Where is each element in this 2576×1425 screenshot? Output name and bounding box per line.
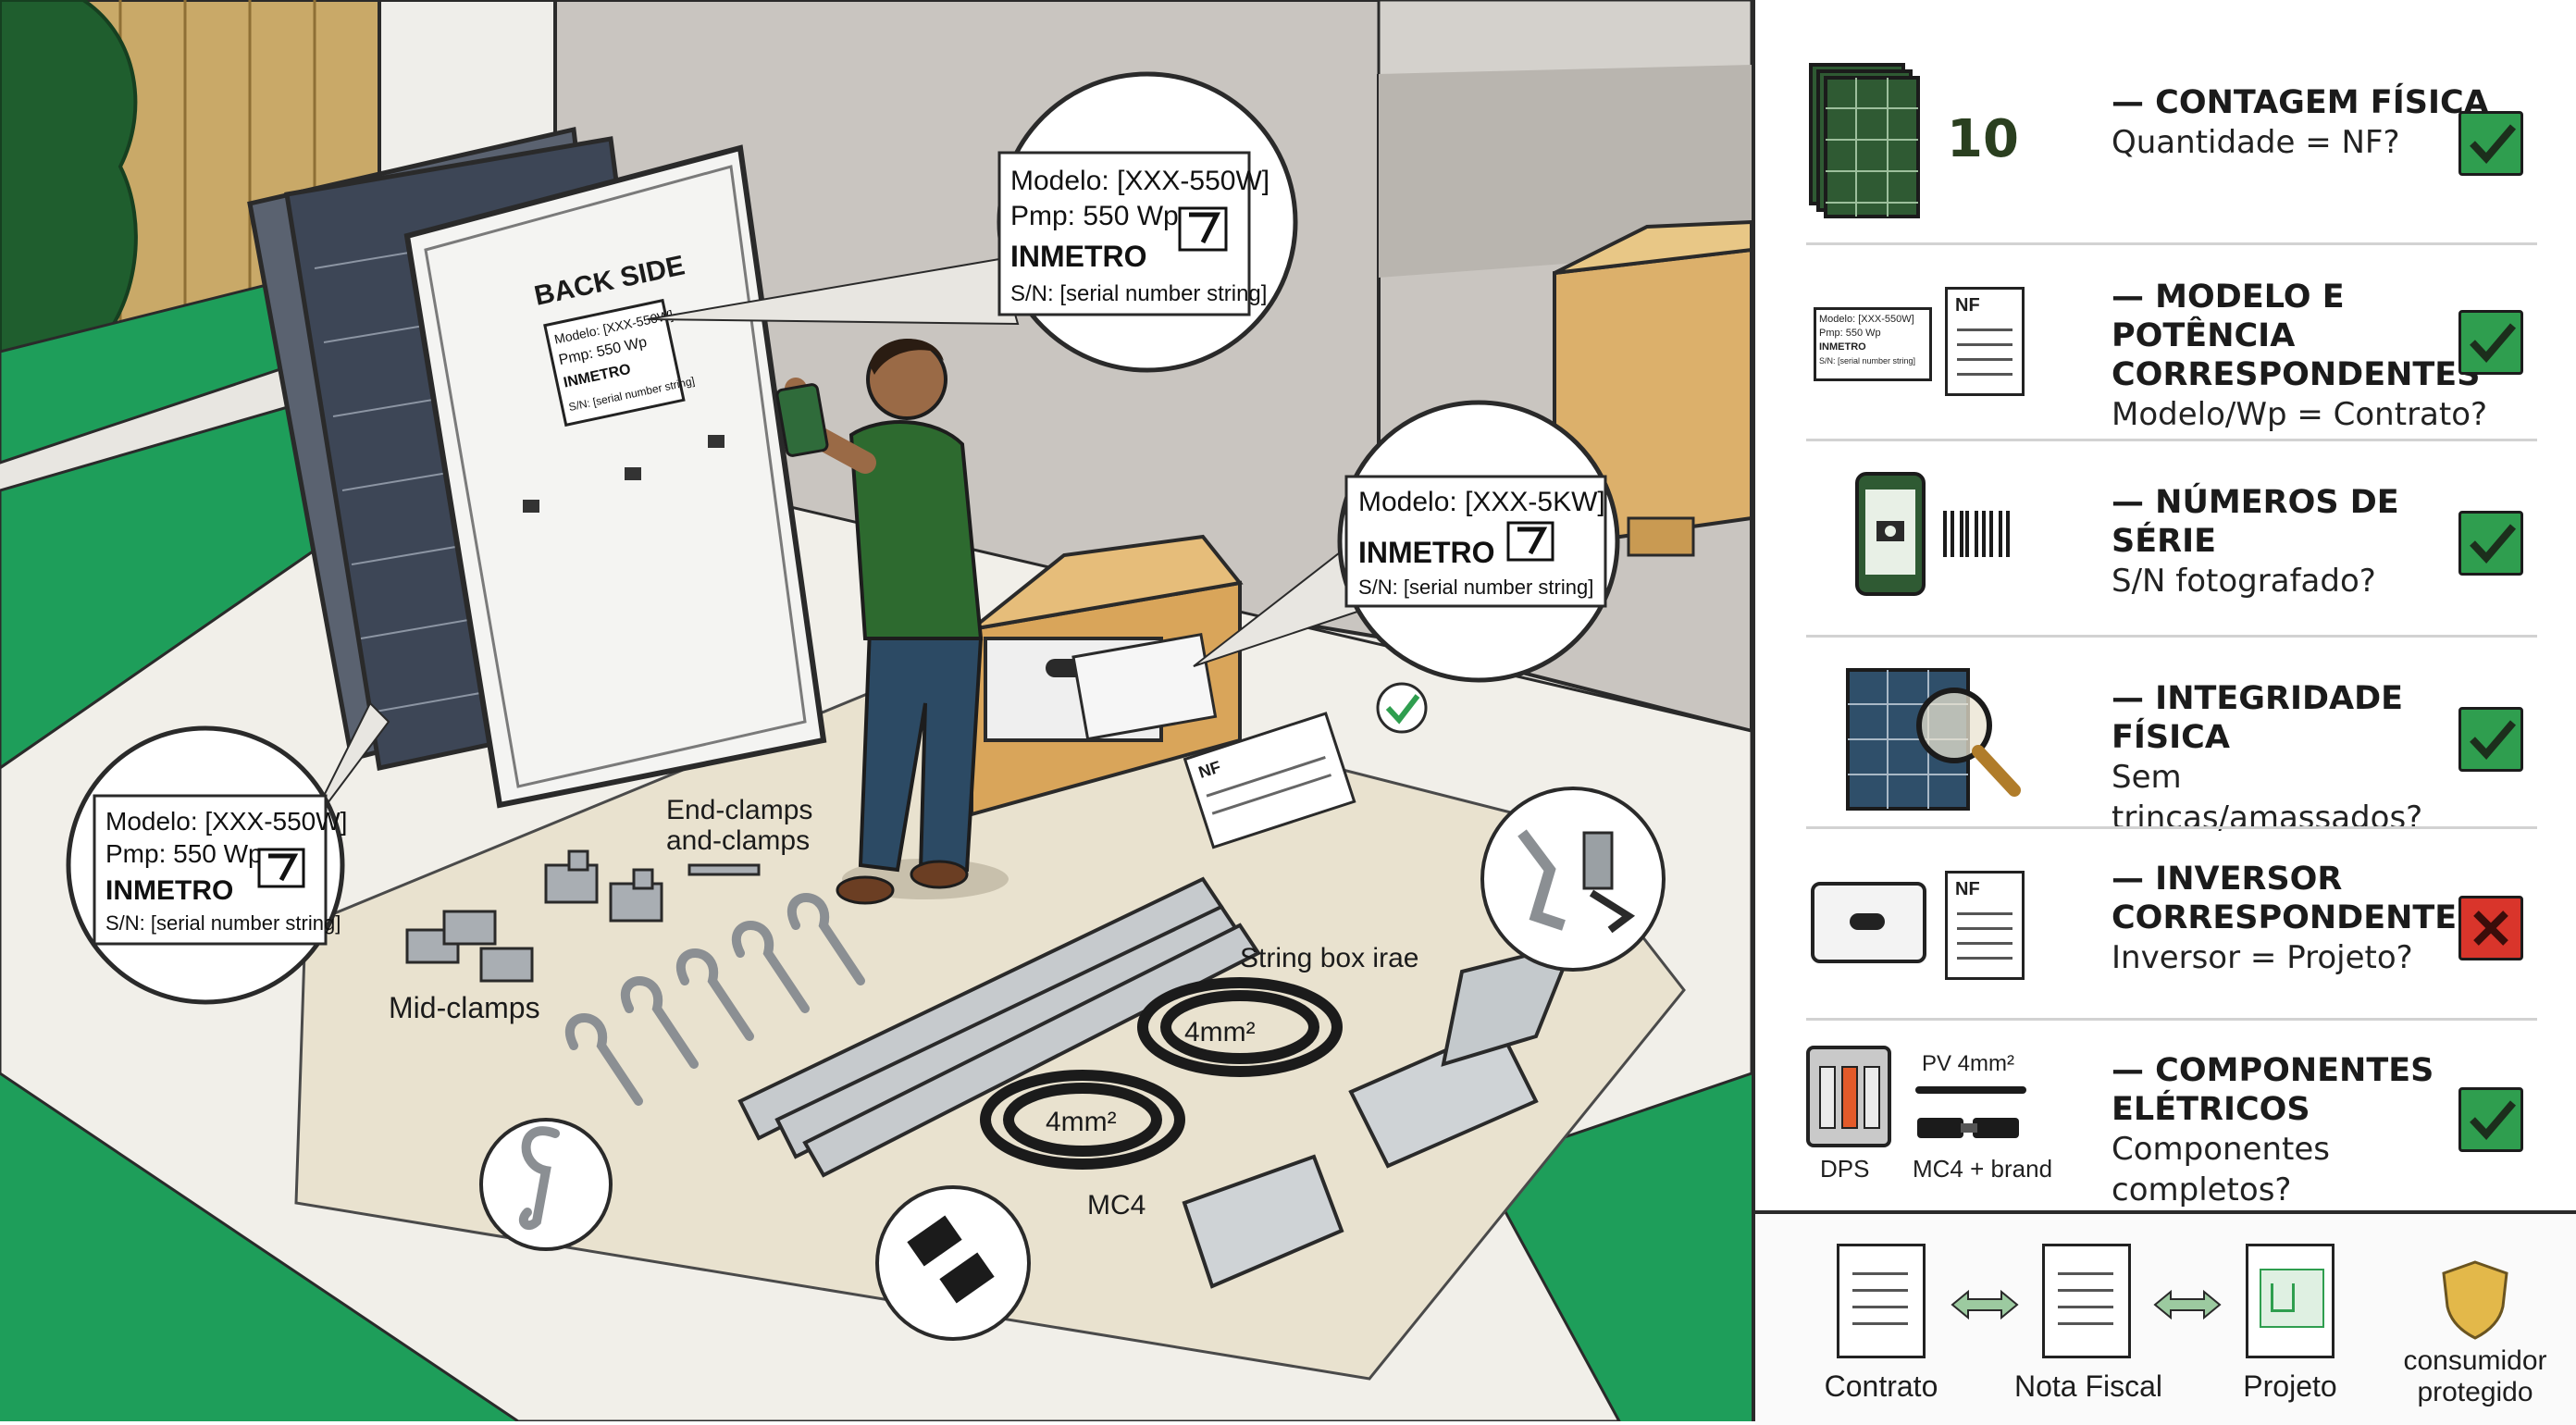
callout-top-brand: INMETRO xyxy=(1010,240,1147,273)
item-title-model: — MODELO E POTÊNCIA CORRESPONDENTES Mode… xyxy=(2112,278,2500,435)
end-clamps-label: End-clamps xyxy=(666,795,812,825)
item-title-text: — INTEGRIDADE FÍSICA xyxy=(2112,680,2404,756)
status-ok-icon xyxy=(2458,310,2523,375)
checklist-item-electrical: DPS PV 4mm² MC4 + brand — COMPONENTES EL… xyxy=(1806,1025,2537,1220)
panel-count: 10 xyxy=(1947,109,2019,169)
item-question: Sem trincas/amassados? xyxy=(2112,759,2423,836)
divider xyxy=(1806,439,2537,441)
status-ok-icon xyxy=(2458,1087,2523,1152)
inmetro-logo-icon xyxy=(257,848,305,888)
item-question: S/N fotografado? xyxy=(2112,563,2376,600)
pv-cable-label: PV 4mm² xyxy=(1922,1051,2015,1076)
dps-label: DPS xyxy=(1820,1155,1870,1183)
callout-mc4 xyxy=(875,1185,1031,1341)
callout-top-serial: S/N: [serial number string] xyxy=(1010,281,1267,306)
inverter-icon xyxy=(1811,882,1926,963)
documents-bar: Contrato Nota Fiscal Projeto consumidor … xyxy=(1755,1210,2576,1425)
cable-label-1: 4mm² xyxy=(1184,1017,1256,1047)
item-title-inverter: — INVERSOR CORRESPONDENTE Inversor = Pro… xyxy=(2112,860,2500,978)
item-title-electrical: — COMPONENTES ELÉTRICOS Componentes comp… xyxy=(2112,1051,2500,1210)
mini-label-brand: INMETRO xyxy=(1819,341,1866,353)
double-arrow-icon xyxy=(2153,1289,2222,1320)
mc4-label: MC4 xyxy=(1087,1190,1146,1221)
item-question: Inversor = Projeto? xyxy=(2112,939,2413,976)
invoice-doc-icon: NF xyxy=(1945,287,2025,396)
inmetro-logo-icon xyxy=(1178,206,1228,252)
invoice-doc-icon: NF xyxy=(1945,871,2025,980)
callout-left-serial: S/N: [serial number string] xyxy=(105,911,341,935)
status-fail-icon xyxy=(2458,896,2523,960)
callout-inverter-serial: S/N: [serial number string] xyxy=(1358,576,1593,599)
divider xyxy=(1806,635,2537,638)
mini-label-model: Modelo: [XXX-550W] xyxy=(1819,314,1914,325)
checklist-item-count: 10 — CONTAGEM FÍSICA Quantidade = NF? xyxy=(1806,46,2537,241)
callout-panel-top: Modelo: [XXX-550W] Pmp: 550 Wp INMETRO S… xyxy=(647,71,1298,373)
doc-label-invoice: Nota Fiscal xyxy=(2013,1369,2163,1403)
item-title-text: — MODELO E POTÊNCIA CORRESPONDENTES xyxy=(2112,279,2481,393)
illustration-scene: BACK SIDE Modelo: [XXX-550W] Pmp: 550 Wp… xyxy=(0,0,1753,1423)
cable-label-2: 4mm² xyxy=(1046,1107,1117,1137)
status-ok-icon xyxy=(2458,111,2523,176)
panel-magnifier-icon xyxy=(1846,668,2021,811)
status-ok-icon xyxy=(2458,511,2523,576)
doc-label-contract: Contrato xyxy=(1824,1369,1938,1403)
item-question: Quantidade = NF? xyxy=(2112,124,2400,161)
item-title-text: — NÚMEROS DE SÉRIE xyxy=(2112,484,2399,560)
double-arrow-icon xyxy=(1951,1289,2019,1320)
doc-label: NF xyxy=(1955,295,1980,316)
callout-left-brand: INMETRO xyxy=(105,875,233,906)
pv-cable-icon xyxy=(1915,1086,2026,1094)
callout-panel-left: Modelo: [XXX-550W] Pmp: 550 Wp INMETRO S… xyxy=(66,701,390,1005)
callout-top-model: Modelo: [XXX-550W] xyxy=(1010,166,1269,196)
item-question: Modelo/Wp = Contrato? xyxy=(2112,396,2488,433)
mc4-connector-icon xyxy=(1917,1118,2019,1138)
mini-panel-label: Modelo: [XXX-550W] Pmp: 550 Wp INMETRO S… xyxy=(1814,307,1932,381)
item-title-serial: — NÚMEROS DE SÉRIE S/N fotografado? xyxy=(2112,483,2500,601)
divider xyxy=(1806,826,2537,829)
checklist-item-serial: — NÚMEROS DE SÉRIE S/N fotografado? xyxy=(1806,446,2537,640)
mini-label-serial: S/N: [serial number string] xyxy=(1819,356,1916,366)
solar-panels-stack-icon xyxy=(1809,63,1920,218)
installer-person xyxy=(775,339,1009,905)
callout-left-model: Modelo: [XXX-550W] xyxy=(105,807,347,836)
callout-hook xyxy=(479,1118,613,1251)
item-title-integrity: — INTEGRIDADE FÍSICA Sem trincas/amassad… xyxy=(2112,679,2500,838)
dps-icon xyxy=(1806,1046,1891,1147)
contract-doc-icon xyxy=(1837,1244,1926,1358)
phone-camera-barcode-icon xyxy=(1855,472,2010,596)
divider xyxy=(1806,242,2537,245)
doc-label: NF xyxy=(1955,879,1980,899)
callout-top-pmp: Pmp: 550 Wp xyxy=(1010,201,1179,231)
mc4-brand-label: MC4 + brand xyxy=(1913,1155,2053,1183)
callout-inverter-model: Modelo: [XXX-5KW] xyxy=(1358,487,1605,517)
checklist-item-inverter: NF — INVERSOR CORRESPONDENTE Inversor = … xyxy=(1806,834,2537,1028)
item-title-text: — COMPONENTES ELÉTRICOS xyxy=(2112,1052,2434,1128)
mini-label-pmp: Pmp: 550 Wp xyxy=(1819,328,1881,339)
item-title-text: — INVERSOR CORRESPONDENTE xyxy=(2112,861,2458,936)
callout-bracket xyxy=(1480,787,1666,972)
project-doc-icon xyxy=(2246,1244,2334,1358)
invoice-doc-icon xyxy=(2042,1244,2131,1358)
callout-inverter: Modelo: [XXX-5KW] INMETRO S/N: [serial n… xyxy=(1193,400,1620,683)
status-ok-icon xyxy=(2458,707,2523,772)
item-question: Componentes completos? xyxy=(2112,1131,2331,1208)
checklist-panel: 10 — CONTAGEM FÍSICA Quantidade = NF? Mo… xyxy=(1752,0,2576,1425)
divider xyxy=(1806,1018,2537,1021)
consumer-protected-label: consumidor protegido xyxy=(2403,1345,2547,1407)
end-clamps-label-2: and-clamps xyxy=(666,825,810,856)
string-box-label: String box irae xyxy=(1240,943,1418,973)
doc-label-project: Projeto xyxy=(2243,1369,2337,1403)
callout-left-pmp: Pmp: 550 Wp xyxy=(105,839,263,868)
item-title-count: — CONTAGEM FÍSICA Quantidade = NF? xyxy=(2112,83,2500,163)
item-title-text: — CONTAGEM FÍSICA xyxy=(2112,84,2489,121)
inmetro-logo-icon xyxy=(1506,521,1554,562)
mid-clamps-label: Mid-clamps xyxy=(389,991,540,1024)
shield-icon xyxy=(2442,1260,2508,1340)
checklist-item-integrity: — INTEGRIDADE FÍSICA Sem trincas/amassad… xyxy=(1806,642,2537,836)
checklist-item-model: Modelo: [XXX-550W] Pmp: 550 Wp INMETRO S… xyxy=(1806,250,2537,444)
callout-inverter-brand: INMETRO xyxy=(1358,536,1495,569)
